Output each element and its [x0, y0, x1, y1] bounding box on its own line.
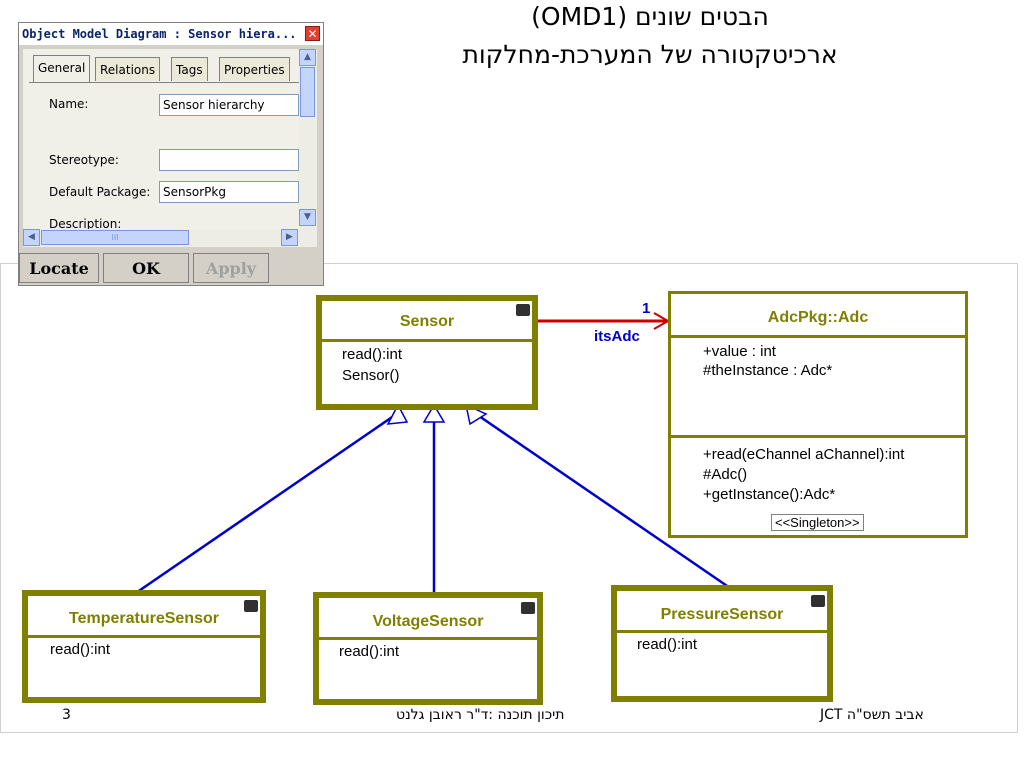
tab-relations[interactable]: Relations: [95, 57, 161, 81]
class-adc[interactable]: AdcPkg::Adc +value : int #theInstance : …: [668, 291, 968, 538]
close-icon[interactable]: ✕: [305, 26, 320, 41]
operation: Sensor(): [342, 367, 400, 384]
class-icon: [244, 600, 258, 612]
horizontal-scrollbar[interactable]: ◀ III ▶: [23, 229, 299, 247]
default-package-field[interactable]: SensorPkg: [159, 181, 299, 203]
class-pressure-sensor[interactable]: PressureSensor read():int: [611, 585, 833, 702]
slide-title-line-2: ארכיטקטורה של המערכת-מחלקות: [462, 40, 838, 69]
generalization-line-temperature: [129, 411, 399, 599]
name-field[interactable]: Sensor hierarchy: [159, 94, 299, 116]
compartment-separator: [319, 637, 537, 640]
tab-tags[interactable]: Tags: [171, 57, 208, 81]
apply-button[interactable]: Apply: [193, 253, 269, 283]
class-temperature-sensor[interactable]: TemperatureSensor read():int: [22, 590, 266, 703]
compartment-separator: [671, 335, 965, 338]
dialog-button-row: Locate OK Apply: [19, 253, 323, 285]
stereotype-label: Stereotype:: [49, 153, 119, 167]
scroll-left-icon[interactable]: ◀: [23, 229, 40, 246]
footer-center: תיכון תוכנה :ד"ר ראובן גלנט: [396, 707, 565, 723]
operation: +getInstance():Adc*: [703, 486, 836, 503]
stereotype-field[interactable]: [159, 149, 299, 171]
vertical-scrollbar[interactable]: ▲ ▼: [299, 49, 317, 247]
horizontal-scroll-thumb[interactable]: III: [41, 230, 189, 245]
object-model-diagram-dialog[interactable]: Object Model Diagram : Sensor hiera... ✕…: [18, 22, 324, 286]
locate-button[interactable]: Locate: [19, 253, 99, 283]
class-name: AdcPkg::Adc: [767, 309, 869, 326]
operation: read():int: [342, 346, 403, 363]
ok-button[interactable]: OK: [103, 253, 189, 283]
generalization-line-pressure: [478, 414, 734, 592]
operation: +read(eChannel aChannel):int: [703, 446, 905, 463]
class-icon: [521, 602, 535, 614]
operation: read():int: [339, 643, 400, 660]
class-name: PressureSensor: [660, 606, 784, 623]
name-label: Name:: [49, 97, 89, 111]
scroll-thumb[interactable]: [300, 67, 315, 117]
compartment-separator: [28, 635, 260, 638]
class-name: Sensor: [399, 313, 455, 330]
association-multiplicity: 1: [642, 300, 651, 317]
scroll-right-icon[interactable]: ▶: [281, 229, 298, 246]
operation: read():int: [637, 636, 698, 653]
footer-right: אביב תשס"ה JCT: [820, 707, 924, 723]
tab-panel-border: [29, 82, 299, 83]
attribute: #theInstance : Adc*: [703, 362, 833, 379]
description-label: Description:: [49, 217, 122, 231]
class-sensor[interactable]: Sensor read():int Sensor(): [316, 295, 538, 410]
default-package-label: Default Package:: [49, 185, 151, 199]
tab-general[interactable]: General: [33, 55, 91, 82]
operation: read():int: [50, 641, 111, 658]
compartment-separator: [671, 435, 965, 438]
slide-title-line-1: הבטים שונים (OMD1): [531, 2, 769, 31]
attribute: +value : int: [703, 343, 776, 360]
compartment-separator: [322, 339, 532, 342]
operation: #Adc(): [703, 466, 748, 483]
scroll-thumb-grip: III: [111, 233, 119, 242]
scroll-down-icon[interactable]: ▼: [299, 209, 316, 226]
scroll-up-icon[interactable]: ▲: [299, 49, 316, 66]
association-role: itsAdc: [594, 328, 640, 345]
class-icon: [811, 595, 825, 607]
dialog-title: Object Model Diagram : Sensor hiera...: [19, 23, 323, 45]
class-name: TemperatureSensor: [69, 610, 219, 627]
generalization-arrowhead-temperature: [386, 403, 409, 425]
class-icon: [516, 304, 530, 316]
generalization-arrowhead-voltage: [422, 403, 446, 423]
compartment-separator: [617, 630, 827, 633]
class-name: VoltageSensor: [372, 613, 484, 630]
tab-properties[interactable]: Properties: [219, 57, 290, 81]
class-voltage-sensor[interactable]: VoltageSensor read():int: [313, 592, 543, 705]
dialog-body: General Relations Tags Properties Name: …: [23, 49, 299, 239]
stereotype-label: <<Singleton>>: [771, 514, 864, 531]
page-number: 3: [62, 707, 71, 723]
